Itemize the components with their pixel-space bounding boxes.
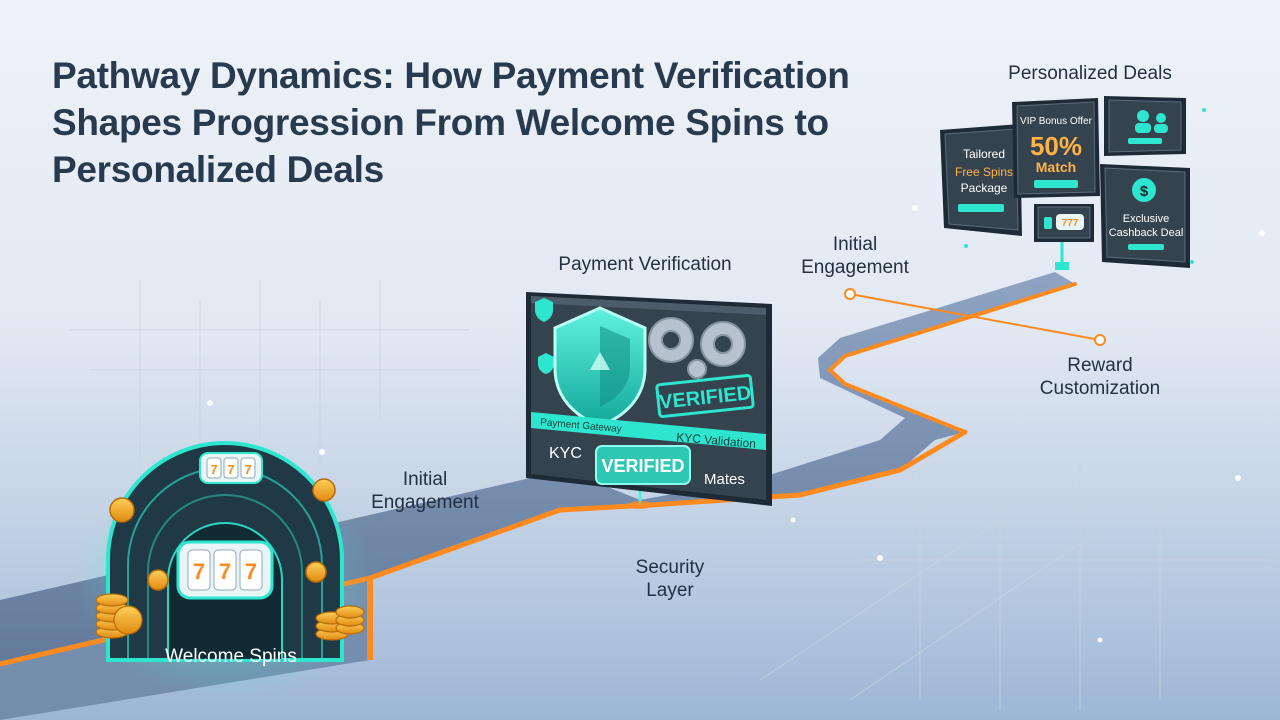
svg-text:7: 7 — [245, 559, 257, 584]
svg-text:7: 7 — [227, 462, 234, 477]
deal-card-vip: VIP Bonus Offer 50% Match — [1012, 98, 1100, 198]
kyc-text: KYC — [549, 445, 582, 462]
initial-engagement-label-upper: Initial Engagement — [801, 234, 909, 278]
coin-stack-icon — [95, 593, 365, 641]
security-layer-label: Security Layer — [635, 557, 705, 601]
users-icon — [1135, 110, 1168, 133]
slot-machine-icon: 7 7 7 — [199, 452, 263, 484]
deal-card-users — [1104, 96, 1186, 156]
initial-engagement-label-lower: Initial Engagement — [371, 469, 479, 513]
svg-text:Match: Match — [1036, 159, 1076, 175]
shield-icon — [535, 298, 553, 322]
shield-icon — [538, 353, 554, 374]
sparkles — [207, 205, 1265, 643]
users-icon — [1044, 217, 1052, 229]
coin-icon — [109, 478, 336, 591]
verified-button: VERIFIED — [595, 445, 691, 485]
svg-text:Cashback Deal: Cashback Deal — [1109, 227, 1184, 239]
background-grid — [70, 280, 1270, 710]
deal-card-tailored: Tailored Free Spins Package — [940, 124, 1022, 236]
kyc-validation-text: KYC Validation — [676, 430, 757, 451]
svg-text:7: 7 — [193, 559, 205, 584]
svg-text:7: 7 — [210, 462, 217, 477]
deal-card-slot: 777 — [1034, 204, 1094, 242]
connector-lines — [844, 288, 1106, 346]
svg-text:7: 7 — [244, 462, 251, 477]
svg-text:50%: 50% — [1030, 131, 1082, 161]
verified-stamp: VERIFIED — [655, 373, 755, 419]
shield-icon — [553, 306, 647, 428]
personalized-deals-cards: Tailored Free Spins Package VIP Bonus Of… — [940, 96, 1206, 270]
dollar-icon: $ — [1132, 178, 1156, 202]
reward-customization-label: Reward Customization — [1039, 355, 1161, 399]
svg-text:VIP Bonus Offer: VIP Bonus Offer — [1020, 116, 1093, 127]
payment-verification-panel: VERIFIED Payment Gateway KYC Validation … — [526, 292, 772, 506]
slot-machine-icon: 7 7 7 — [176, 540, 274, 600]
svg-text:777: 777 — [1062, 218, 1079, 229]
svg-text:VERIFIED: VERIFIED — [601, 456, 684, 476]
welcome-spins-arch: 7 7 7 7 7 7 — [75, 441, 375, 700]
svg-text:Exclusive: Exclusive — [1123, 213, 1169, 225]
payment-verification-label: Payment Verification — [558, 254, 732, 275]
svg-text:Package: Package — [961, 181, 1008, 195]
svg-text:Tailored: Tailored — [963, 147, 1005, 161]
svg-text:$: $ — [1140, 183, 1149, 200]
svg-text:7: 7 — [219, 559, 231, 584]
slot-machine-icon — [1056, 214, 1084, 230]
welcome-spins-label: Welcome Spins — [165, 646, 297, 667]
page-title: Pathway Dynamics: How Payment Verificati… — [52, 55, 850, 190]
gear-icon — [648, 317, 746, 379]
svg-text:Free Spins: Free Spins — [955, 165, 1013, 179]
deal-card-exclusive: $ Exclusive Cashback Deal — [1100, 164, 1190, 268]
personalized-deals-label: Personalized Deals — [1008, 63, 1172, 84]
mates-text: Mates — [704, 471, 745, 488]
